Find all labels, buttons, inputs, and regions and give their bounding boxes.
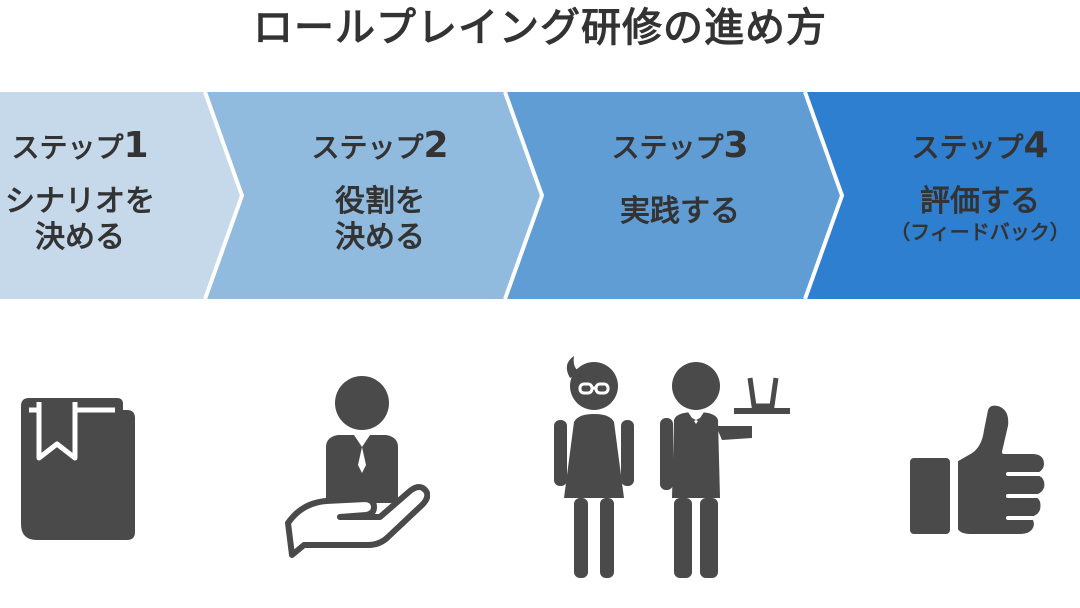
step-2-chevron bbox=[205, 92, 542, 299]
chevron-arrows bbox=[0, 92, 1080, 299]
step-4-chevron bbox=[805, 92, 1080, 299]
step-2-label: ステップ2 bbox=[311, 125, 449, 166]
step-1-label: ステップ1 bbox=[11, 125, 149, 166]
step-2-description: 役割を 決める bbox=[335, 184, 425, 255]
thumbs-up-icon bbox=[910, 401, 1049, 538]
step-3-label: ステップ3 bbox=[611, 125, 749, 166]
customer-and-waiter-icon bbox=[554, 356, 790, 578]
step-2: ステップ2 役割を 決める bbox=[280, 92, 480, 299]
hand-holding-person-icon bbox=[285, 376, 430, 558]
step-3-description: 実践する bbox=[620, 194, 740, 229]
step-1-chevron bbox=[0, 92, 242, 299]
step-3: ステップ3 実践する bbox=[580, 92, 780, 299]
page-title: ロールプレイング研修の進め方 bbox=[253, 5, 827, 51]
steps-band: ステップ1 シナリオを 決める ステップ2 役割を 決める ステップ3 実践する… bbox=[0, 92, 1080, 299]
step-4: ステップ4 評価する （フィードバック） bbox=[880, 92, 1080, 299]
step-4-note: （フィードバック） bbox=[890, 220, 1070, 244]
step-1-description: シナリオを 決める bbox=[5, 184, 155, 255]
book-icon bbox=[21, 398, 135, 540]
step-4-description: 評価する bbox=[920, 184, 1040, 219]
step-1: ステップ1 シナリオを 決める bbox=[0, 92, 180, 299]
step-3-chevron bbox=[505, 92, 842, 299]
step-4-label: ステップ4 bbox=[911, 125, 1049, 166]
